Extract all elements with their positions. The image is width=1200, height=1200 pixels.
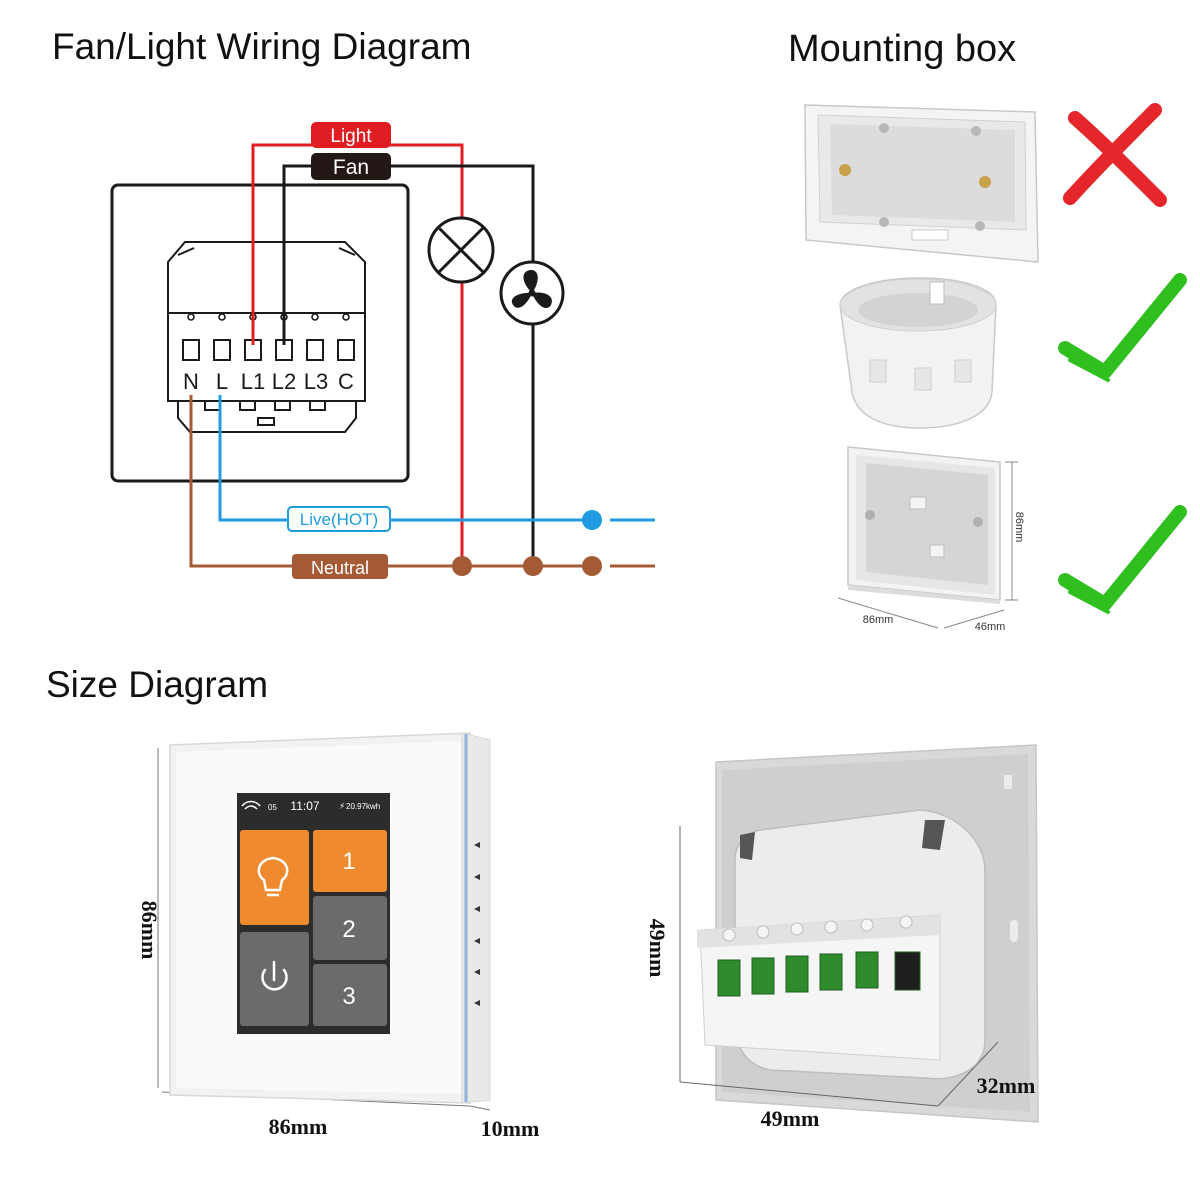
status-energy: 20.97kwh [346, 802, 380, 811]
switch-panel-outline [110, 183, 410, 483]
front-depth-dimension: 10mm [481, 1116, 540, 1141]
module-width-dimension: 49mm [761, 1106, 820, 1131]
light-tile [240, 830, 309, 925]
fan-wire [282, 164, 535, 565]
neutral-node-end [582, 556, 602, 576]
live-wire [218, 395, 592, 522]
wifi-icon [241, 800, 261, 810]
round-mounting-box [839, 277, 997, 429]
mounting-box-title: Mounting box [788, 28, 1017, 70]
check-icon [1058, 505, 1187, 614]
terminal-label-l3: L3 [304, 369, 328, 394]
side-vents [474, 842, 480, 1006]
terminal-label-l: L [216, 369, 228, 394]
terminal-label-l2: L2 [272, 369, 296, 394]
status-small: 05 [268, 803, 277, 812]
terminal-blocks [717, 951, 921, 997]
module-depth-dimension: 32mm [977, 1073, 1036, 1098]
square-mounting-box [837, 446, 1018, 629]
button-1-label: 1 [342, 848, 355, 875]
status-time: 11:07 [290, 799, 319, 813]
front-width-dimension: 86mm [269, 1114, 328, 1139]
mounting-boxes: 86mm 86mm 46mm [804, 103, 1187, 633]
wiring-diagram-title: Fan/Light Wiring Diagram [52, 26, 472, 67]
front-panel-size-diagram: 1 2 3 05 11:07 20.97kwh ⚡ 86mm 86mm 10mm [137, 732, 540, 1141]
terminal-label-l1: L1 [241, 369, 265, 394]
neutral-label: Neutral [311, 558, 369, 578]
light-label-box [311, 122, 391, 148]
live-label-box [287, 506, 391, 532]
module-size-diagram: 49mm 49mm 32mm [645, 744, 1039, 1131]
button-1-tile [313, 830, 387, 892]
button-2-label: 2 [342, 916, 355, 943]
neutral-node-light [452, 556, 472, 576]
live-node [582, 510, 602, 530]
terminal-screw-posts [722, 915, 913, 942]
live-label: Live(HOT) [300, 510, 378, 529]
terminal-slots [182, 339, 355, 361]
lamp-icon [427, 216, 495, 284]
button-2-tile [313, 896, 387, 960]
fan-icon [499, 260, 565, 326]
neutral-node-fan [523, 556, 543, 576]
fan-label-box [311, 153, 391, 180]
terminal-screws [187, 313, 350, 321]
neutral-label-box [292, 554, 388, 579]
module-height-dimension: 49mm [645, 919, 670, 978]
button-3-label: 3 [342, 983, 355, 1010]
bolt-icon: ⚡ [339, 801, 345, 811]
wiring-diagram: N L L1 L2 L3 C Light Fan Live(HOT) Neutr… [110, 122, 655, 579]
box-width-dimension: 86mm [863, 614, 894, 626]
cross-icon [1063, 103, 1167, 207]
light-label: Light [330, 126, 372, 147]
power-icon [261, 960, 288, 991]
size-diagram-title: Size Diagram [46, 664, 269, 705]
lightbulb-icon [257, 856, 289, 897]
terminal-label-n: N [183, 369, 199, 394]
button-3-tile [313, 964, 387, 1026]
box-depth-dimension: 46mm [975, 621, 1006, 633]
terminal-label-c: C [338, 369, 354, 394]
fan-label: Fan [333, 156, 369, 179]
check-icon [1058, 273, 1187, 382]
switch-module [167, 241, 366, 433]
rectangular-mounting-box [804, 104, 1039, 263]
box-height-dimension: 86mm [1013, 512, 1025, 543]
front-height-dimension: 86mm [137, 901, 162, 960]
